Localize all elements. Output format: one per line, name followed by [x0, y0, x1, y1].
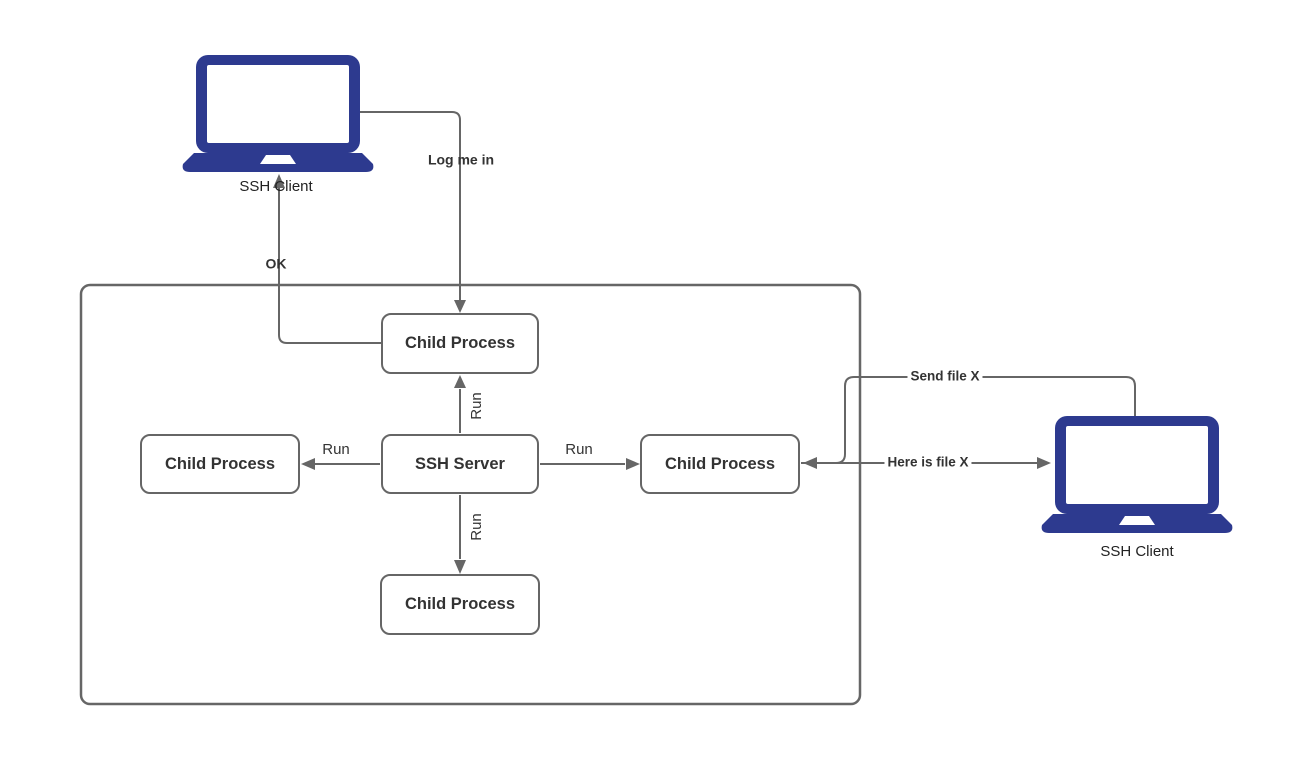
server-host-container	[79, 283, 862, 706]
edge-label-run-up: Run	[467, 392, 485, 420]
edge-label-run-left: Run	[322, 440, 350, 458]
device-label-ssh-client-left: SSH Client	[239, 178, 313, 195]
node-ssh-server: SSH Server	[381, 434, 539, 494]
arrowhead-log-me-in	[454, 300, 466, 313]
arrowhead-here-is-file-x	[1037, 457, 1051, 469]
laptop-icon	[1041, 416, 1233, 533]
arrowhead-run-up	[454, 375, 466, 388]
arrowhead-ok	[273, 174, 285, 188]
edge-label-log-me-in: Log me in	[427, 151, 495, 168]
arrowhead-run-down	[454, 560, 466, 574]
edge-label-send-file-x: Send file X	[907, 369, 983, 385]
edge-label-run-down: Run	[467, 513, 485, 541]
node-child-process-top: Child Process	[381, 313, 539, 374]
arrowhead-run-right	[626, 458, 640, 470]
edge-log-me-in	[357, 111, 461, 301]
edge-label-ok: OK	[265, 255, 287, 272]
edge-send-file-x	[816, 376, 1136, 464]
node-child-process-right: Child Process	[640, 434, 800, 494]
arrowhead-run-left	[301, 458, 315, 470]
edge-label-here-is-file-x: Here is file X	[884, 455, 972, 471]
laptop-icon	[182, 55, 374, 172]
device-label-ssh-client-right: SSH Client	[1100, 543, 1174, 560]
node-child-process-left: Child Process	[140, 434, 300, 494]
edge-label-run-right: Run	[565, 440, 593, 458]
edge-ok	[278, 187, 381, 344]
node-child-process-bottom: Child Process	[380, 574, 540, 635]
